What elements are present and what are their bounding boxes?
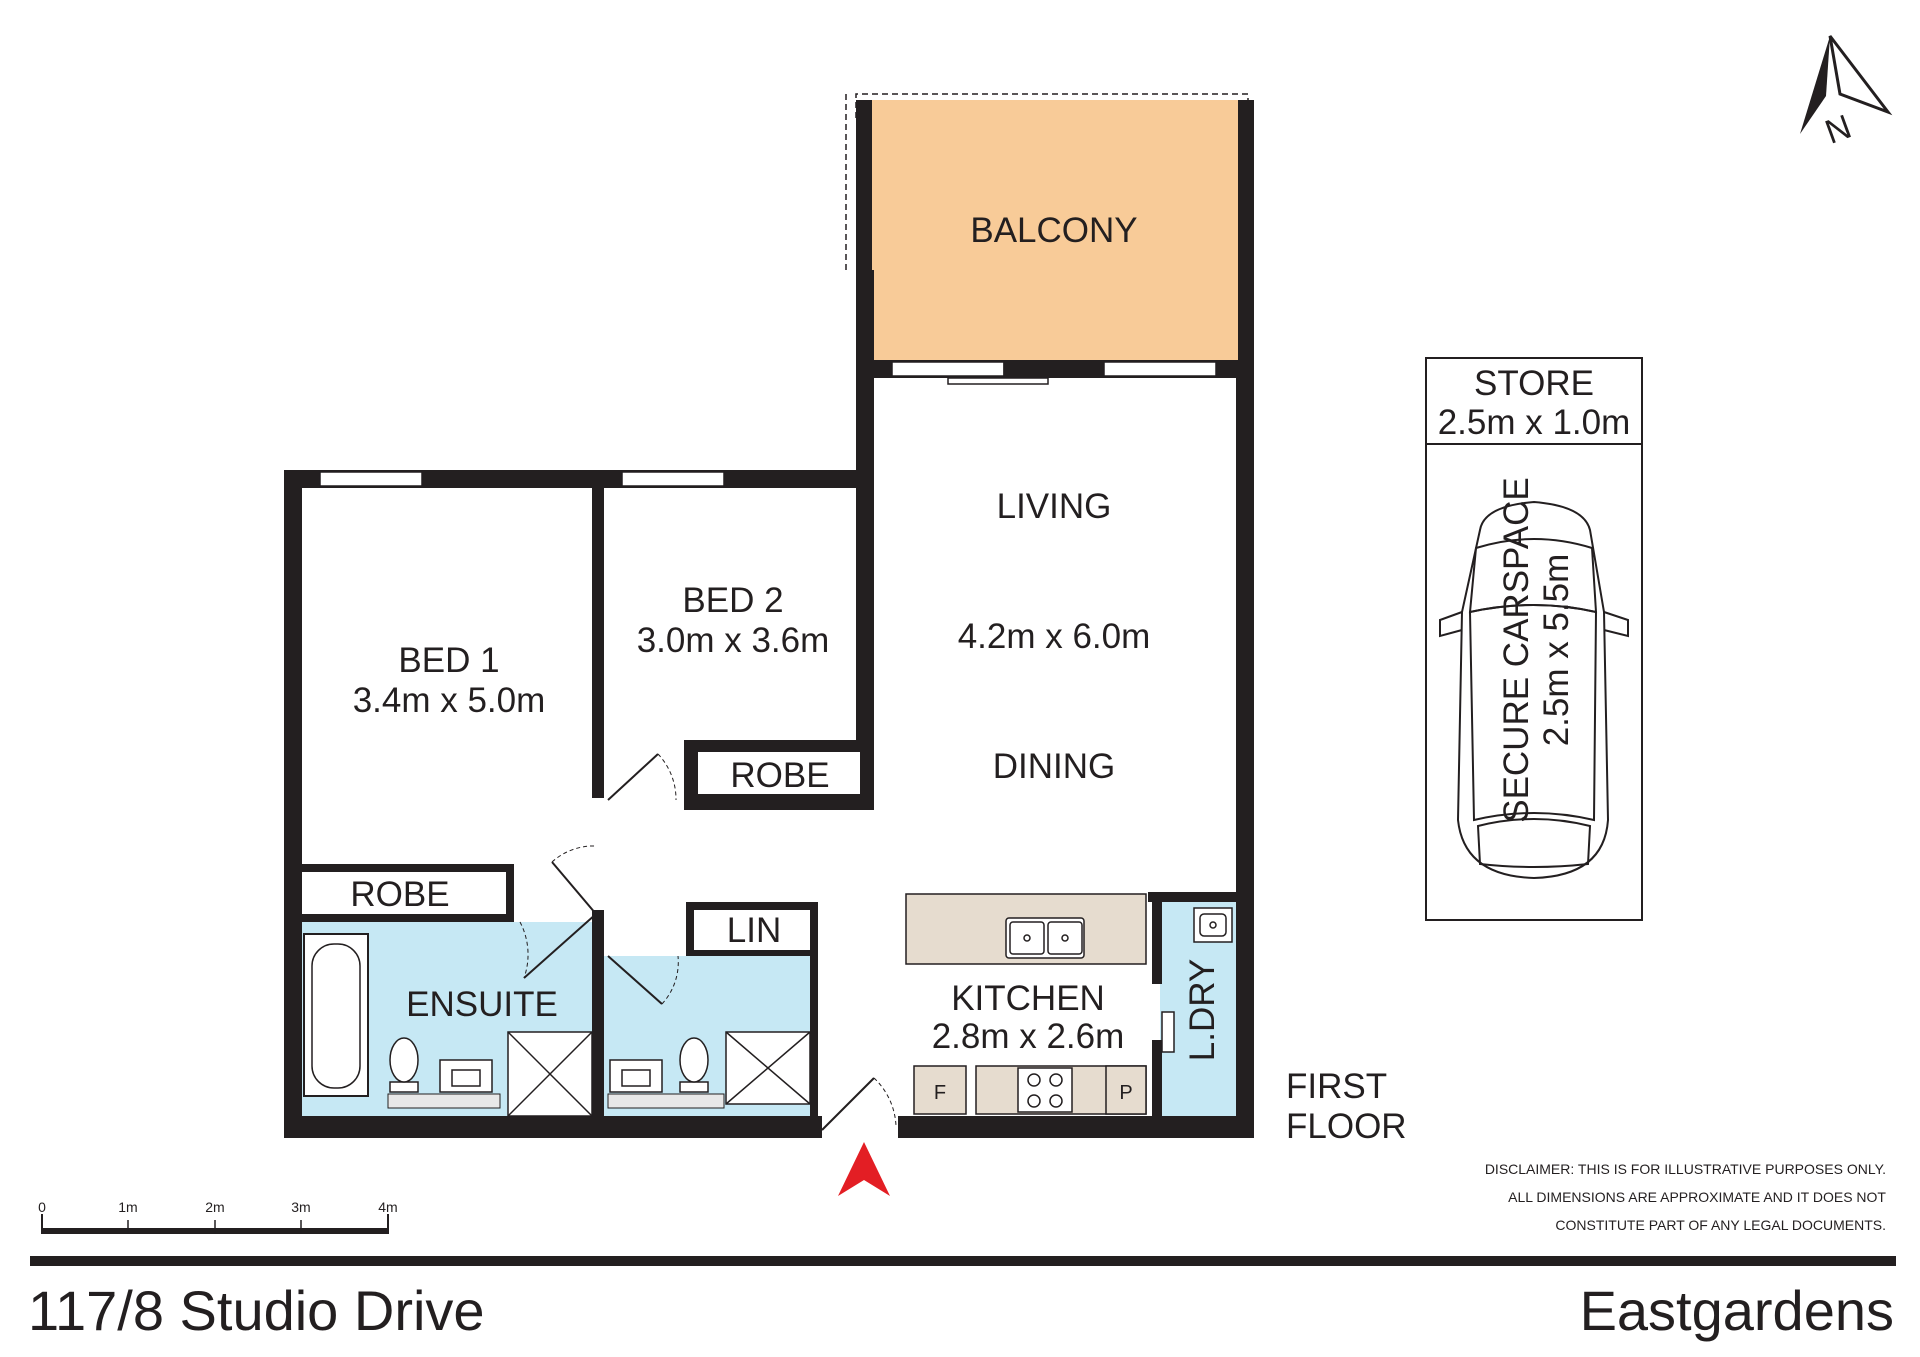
kitchen-dimensions: 2.8m x 2.6m: [932, 1017, 1125, 1056]
vanity-bench: [387, 1093, 501, 1109]
pantry-icon: P: [1105, 1065, 1147, 1115]
pantry-label: P: [1119, 1082, 1132, 1104]
store-label: STORE: [1474, 364, 1594, 403]
laundry-tub-icon: [1193, 907, 1233, 943]
linen-label: LIN: [727, 911, 781, 950]
doors: [519, 753, 897, 1131]
fridge-label: F: [934, 1082, 946, 1104]
dining-label: DINING: [993, 747, 1116, 786]
scale-tick-label: 0: [38, 1199, 46, 1215]
shower-icon: [725, 1031, 811, 1105]
cooktop-icon: [1017, 1067, 1073, 1113]
bed1-label: BED 1: [398, 641, 499, 680]
ensuite-label: ENSUITE: [406, 985, 558, 1024]
north-label: N: [1820, 108, 1856, 152]
fridge-icon: F: [913, 1065, 967, 1115]
bed2-label: BED 2: [682, 581, 783, 620]
bathtub-icon: [303, 933, 369, 1097]
carspace-label: SECURE CARSPACE: [1497, 477, 1536, 823]
disclaimer-line3: CONSTITUTE PART OF ANY LEGAL DOCUMENTS.: [1555, 1217, 1886, 1233]
entry-arrow-icon: [838, 1142, 890, 1196]
kitchen-label: KITCHEN: [951, 979, 1105, 1018]
shower-icon: [507, 1031, 593, 1117]
laundry-label: L.DRY: [1183, 959, 1222, 1061]
robe-bed1-label: ROBE: [350, 875, 449, 914]
balcony-area: [845, 93, 1254, 370]
scale-bar: [41, 1214, 389, 1234]
toilet-icon: [679, 1037, 709, 1093]
living-label: LIVING: [997, 487, 1112, 526]
sink-icon: [1005, 917, 1085, 959]
scale-tick-label: 3m: [291, 1199, 310, 1215]
living-dimensions: 4.2m x 6.0m: [958, 617, 1151, 656]
scale-tick-label: 1m: [118, 1199, 137, 1215]
toilet-icon: [389, 1037, 419, 1093]
laundry-cupboard: [1161, 1011, 1175, 1053]
windows: [319, 361, 1217, 487]
north-arrow-icon: [1800, 35, 1893, 134]
scale-tick-label: 4m: [378, 1199, 397, 1215]
carspace-dimensions: 2.5m x 5.5m: [1537, 554, 1576, 747]
car-icon: [1439, 500, 1629, 880]
vanity-bench: [607, 1093, 725, 1109]
linen-cupboard: [694, 910, 810, 950]
balcony-label: BALCONY: [970, 211, 1137, 250]
suburb-title: Eastgardens: [1580, 1279, 1894, 1342]
robe-bed2: [690, 744, 868, 802]
robe-bed1: [302, 872, 506, 914]
store-dimensions: 2.5m x 1.0m: [1438, 403, 1631, 442]
floor-label-line1: FIRST: [1286, 1067, 1387, 1106]
disclaimer-line2: ALL DIMENSIONS ARE APPROXIMATE AND IT DO…: [1508, 1189, 1886, 1205]
robe-bed2-label: ROBE: [730, 756, 829, 795]
vanity-icon: [609, 1059, 663, 1093]
address-title: 117/8 Studio Drive: [28, 1279, 485, 1342]
vanity-icon: [439, 1059, 493, 1093]
bed1-dimensions: 3.4m x 5.0m: [353, 681, 546, 720]
scale-tick-label: 2m: [205, 1199, 224, 1215]
walls: [284, 360, 1254, 1138]
footer-rule: [30, 1256, 1896, 1266]
disclaimer-line1: DISCLAIMER: THIS IS FOR ILLUSTRATIVE PUR…: [1485, 1161, 1886, 1177]
floor-label-line2: FLOOR: [1286, 1107, 1407, 1146]
bed2-dimensions: 3.0m x 3.6m: [637, 621, 830, 660]
